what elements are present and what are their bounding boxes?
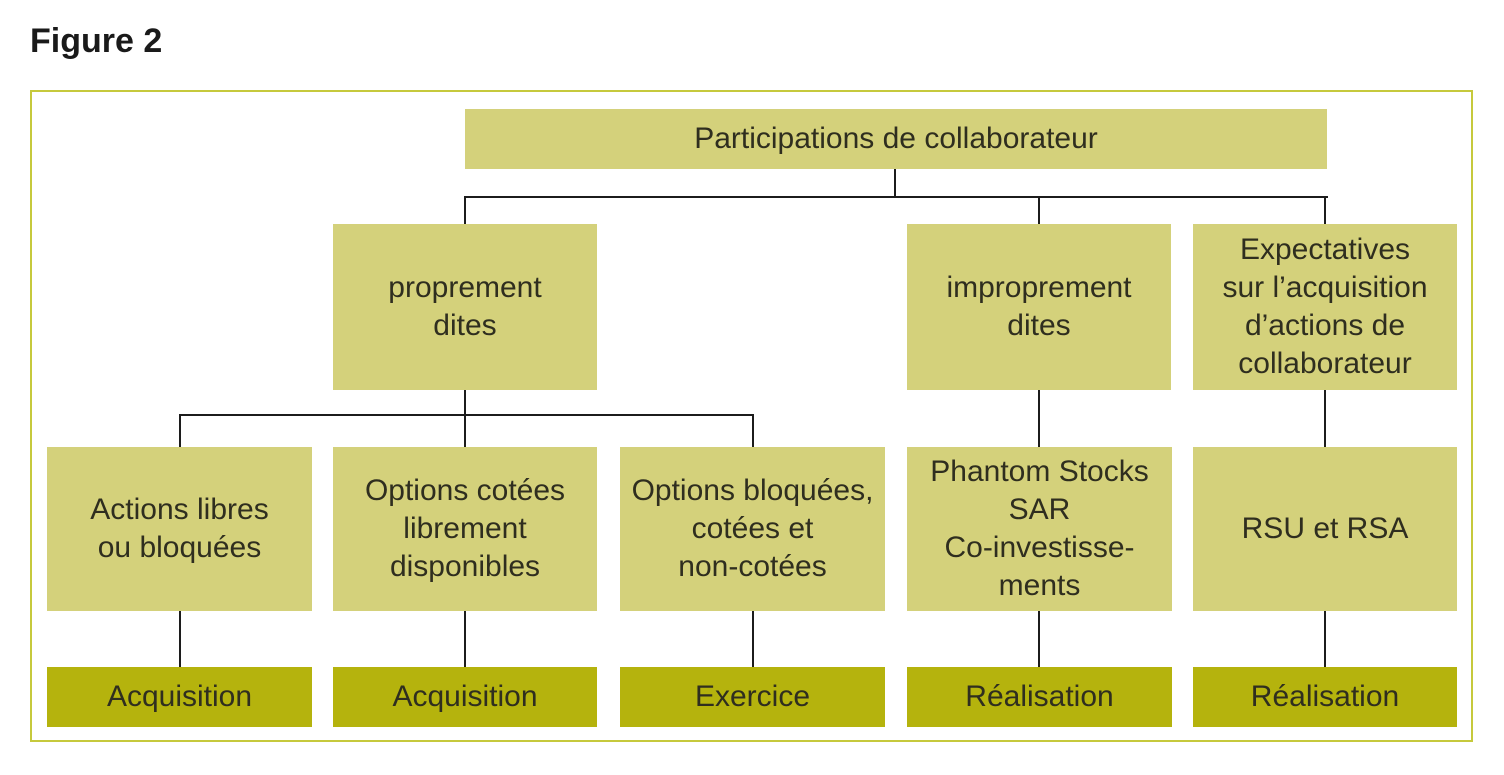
node-phantom-stocks-sar-co-investissements: Phantom Stocks SAR Co-investisse- ments — [907, 447, 1172, 611]
node-expectatives: Expectatives sur l’acquisition d’actions… — [1193, 224, 1457, 390]
connector-proprement-down — [464, 390, 466, 415]
connector-to-actions-libres — [179, 415, 181, 447]
node-exercice: Exercice — [620, 667, 885, 727]
node-acquisition-1: Acquisition — [47, 667, 312, 727]
node-improprement-dites: improprement dites — [907, 224, 1171, 390]
node-participations-de-collaborateur: Participations de collaborateur — [465, 109, 1327, 169]
connector-to-expectatives — [1324, 197, 1326, 224]
connector-to-phantom-stocks — [1038, 390, 1040, 447]
connector-level3-horizontal — [179, 414, 754, 416]
node-realisation-1: Réalisation — [907, 667, 1172, 727]
connector-to-improprement — [1038, 197, 1040, 224]
node-options-bloquees-cotees-non-cotees: Options bloquées, cotées et non-cotées — [620, 447, 885, 611]
connector-options-cotees-down — [464, 611, 466, 667]
connector-options-bloquees-down — [752, 611, 754, 667]
figure-title: Figure 2 — [30, 22, 163, 60]
connector-to-proprement — [464, 197, 466, 224]
connector-root-down — [894, 169, 896, 197]
node-proprement-dites: proprement dites — [333, 224, 597, 390]
connector-phantom-stocks-down — [1038, 611, 1040, 667]
node-acquisition-2: Acquisition — [333, 667, 597, 727]
node-realisation-2: Réalisation — [1193, 667, 1457, 727]
connector-to-options-bloquees — [752, 415, 754, 447]
node-actions-libres-ou-bloquees: Actions libres ou bloquées — [47, 447, 312, 611]
connector-to-options-cotees — [464, 415, 466, 447]
node-rsu-et-rsa: RSU et RSA — [1193, 447, 1457, 611]
connector-rsu-rsa-down — [1324, 611, 1326, 667]
connector-actions-libres-down — [179, 611, 181, 667]
figure-frame — [30, 90, 1473, 742]
connector-level2-horizontal — [464, 196, 1328, 198]
connector-to-rsu-rsa — [1324, 390, 1326, 447]
node-options-cotees-librement-disponibles: Options cotées librement disponibles — [333, 447, 597, 611]
